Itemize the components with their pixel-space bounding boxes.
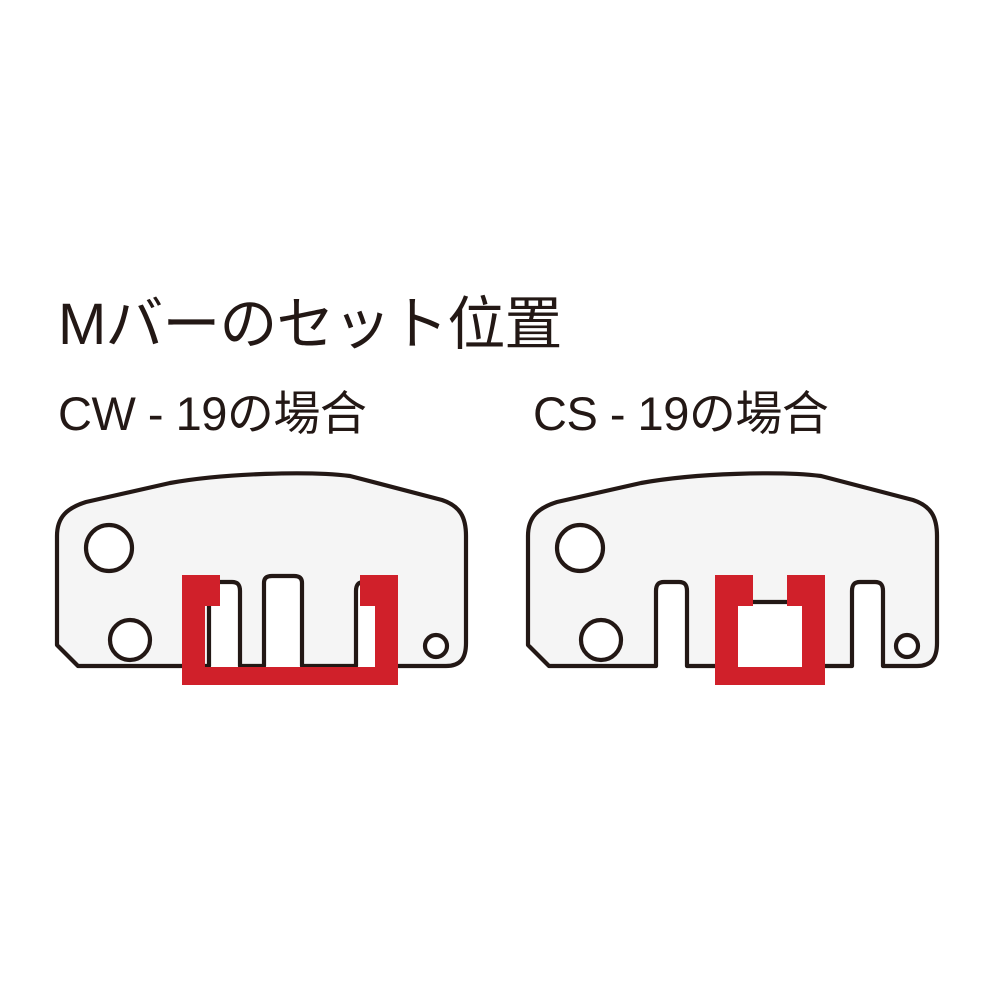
- figure-cs19: [521, 470, 971, 700]
- bracket-plate-diagram-cw19: [54, 471, 469, 685]
- bracket-plate-diagram-cs19: [525, 471, 940, 685]
- plate-hole-lower-left-cw19: [107, 617, 153, 663]
- panel-label-cw19: CW - 19の場合: [58, 387, 367, 440]
- plate-hole-upper-left-cs19: [554, 522, 606, 574]
- plate-hole-right-cw19: [422, 632, 450, 660]
- panel-label-cs19: CS - 19の場合: [533, 387, 829, 440]
- m-bar-bracket-cs19: [715, 575, 825, 685]
- plate-hole-lower-left-cs19: [578, 617, 624, 663]
- plate-hole-upper-left-cw19: [83, 522, 135, 574]
- plate-outline-cs19: [525, 471, 940, 669]
- m-bar-bracket-cw19: [182, 575, 398, 685]
- figure-cw19: [50, 470, 500, 700]
- page-title: Mバーのセット位置: [58, 292, 562, 357]
- plate-hole-right-cs19: [893, 632, 921, 660]
